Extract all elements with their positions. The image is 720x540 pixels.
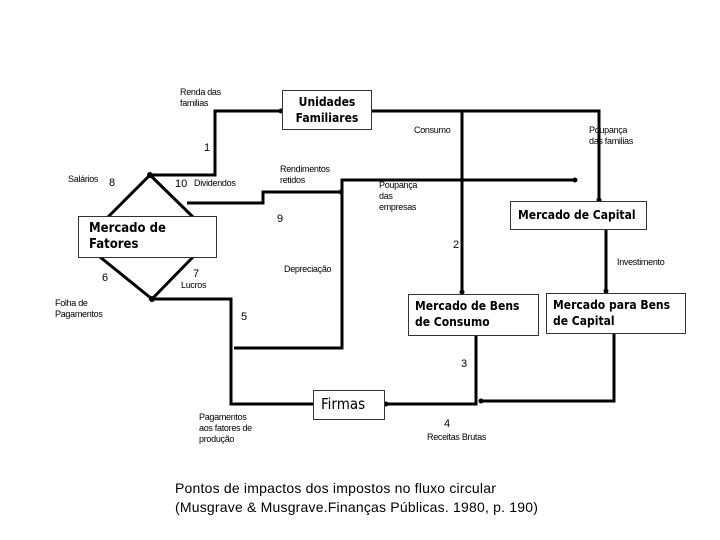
label-dividendos: Dividendos	[194, 178, 236, 188]
label-poupanca-familias: Poupança das familias	[589, 125, 633, 146]
arrow-head	[478, 398, 484, 404]
box-mercado-de-capital: Mercado de Capital	[510, 201, 647, 230]
arrow-head	[338, 189, 344, 195]
folha-edge	[99, 255, 153, 301]
caption: Pontos de impactos dos impostos no fluxo…	[175, 479, 538, 517]
impact-point-1: 1	[204, 142, 211, 154]
caption-title: Pontos de impactos dos impostos no fluxo…	[175, 480, 497, 496]
box-mercado-bens-consumo: Mercado de Bens de Consumo	[408, 294, 539, 336]
box-unidades-familiares: Unidades Familiares	[282, 90, 372, 130]
impact-point-4: 4	[444, 418, 451, 430]
arrow-head	[149, 296, 155, 302]
impact-point-10: 10	[175, 178, 188, 190]
caption-source: (Musgrave & Musgrave.Finanças Públicas. …	[175, 499, 539, 515]
impact-point-6: 6	[102, 272, 109, 284]
label-lucros: Lucros	[181, 280, 207, 290]
box-firmas: Firmas	[313, 390, 385, 420]
salarios-edge	[106, 173, 152, 219]
label-depreciacao: Depreciação	[284, 264, 332, 274]
impact-point-5: 5	[241, 311, 248, 323]
box-mercado-de-fatores: Mercado de Fatores	[78, 216, 217, 258]
impact-point-3: 3	[461, 358, 468, 370]
depreciacao-flow	[234, 178, 575, 350]
consumo-flow	[372, 109, 601, 201]
lucros-edge	[150, 255, 195, 301]
pagamentos-flow	[152, 297, 313, 406]
label-folha-pagamentos: Folha de Pagamentos	[55, 298, 103, 319]
renda-flow	[150, 109, 282, 177]
impact-point-7: 7	[193, 268, 200, 280]
label-salarios: Salários	[68, 174, 99, 184]
arrow-head	[147, 172, 153, 178]
arrow-head	[459, 289, 465, 295]
rendimentos-flow	[187, 190, 342, 205]
label-pagamentos-fatores: Pagamentos aos fatores de produção	[199, 412, 252, 444]
impact-point-9: 9	[277, 213, 284, 225]
capital-goods-flow	[480, 334, 616, 403]
arrow-head	[572, 177, 578, 183]
receitas-flow	[384, 335, 478, 406]
label-receitas-brutas: Receitas Brutas	[427, 432, 487, 442]
label-investimento: Investimento	[617, 257, 665, 267]
label-poupanca-empresas: Poupança das empresas	[379, 180, 418, 212]
box-mercado-bens-capital: Mercado para Bens de Capital	[546, 293, 686, 334]
dividendos-edge	[148, 173, 195, 219]
impact-point-2: 2	[453, 239, 460, 251]
label-renda-familias: Renda das familias	[180, 87, 221, 108]
impact-point-8: 8	[109, 177, 116, 189]
label-consumo: Consumo	[414, 125, 451, 135]
label-rendimentos-retidos: Rendimentos retidos	[280, 164, 330, 185]
arrow-head	[603, 288, 609, 294]
